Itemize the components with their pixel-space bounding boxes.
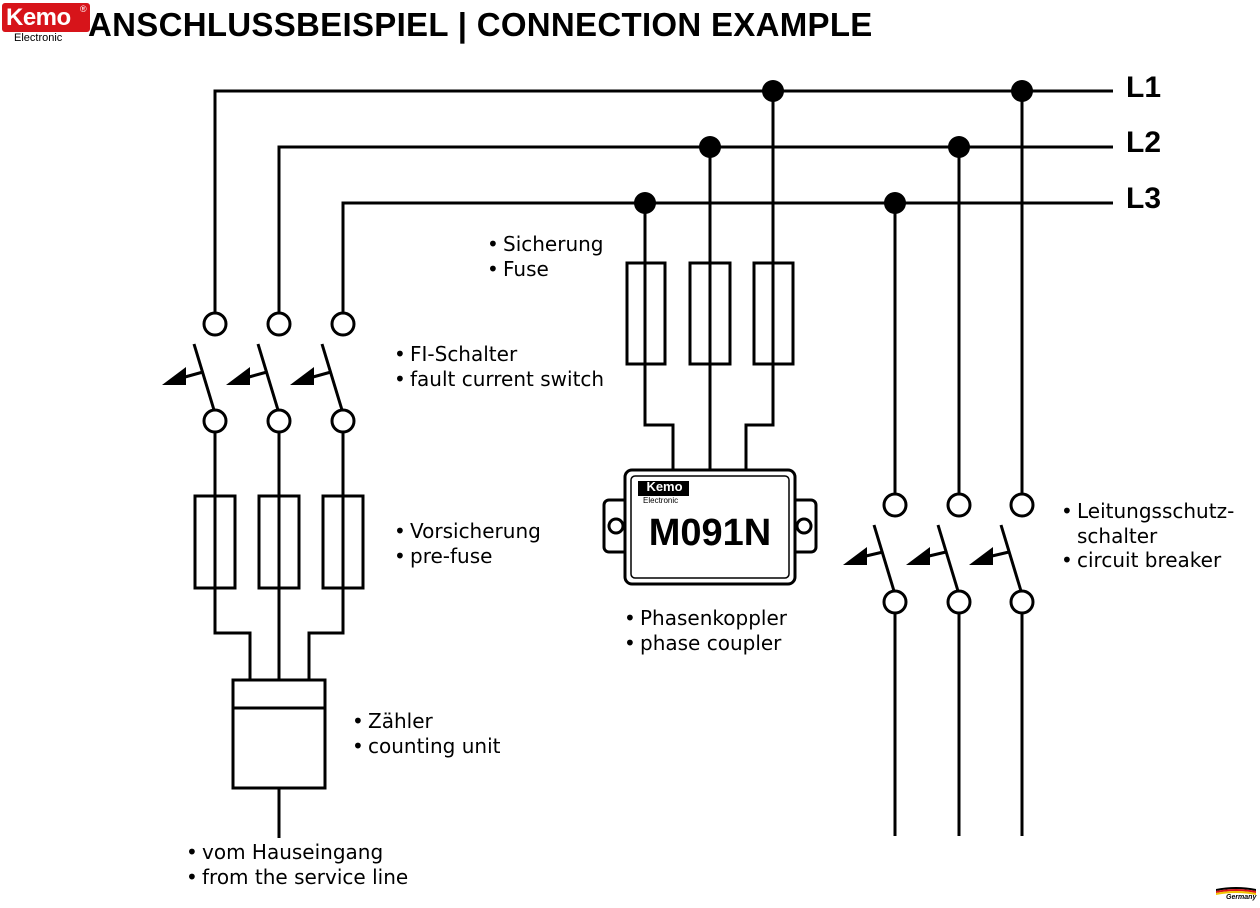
phase-label-l2: L2: [1126, 126, 1162, 159]
device-logo-box: [638, 481, 689, 496]
logo-subtitle: Electronic: [14, 32, 63, 44]
kemo-logo: Kemo ® Electronic: [2, 3, 92, 44]
page-title: ANSCHLUSSBEISPIEL | CONNECTION EXAMPLE: [88, 6, 873, 43]
fi-switch: [162, 311, 356, 434]
germany-badge: Germany: [1214, 885, 1258, 903]
service-line-label: •vom Hauseingang •from the service line: [186, 840, 409, 889]
bus-line-l2: [277, 145, 1113, 315]
logo-text: Kemo: [6, 4, 71, 31]
device-brand: Kemo: [646, 479, 683, 494]
fuse-label: •Sicherung •Fuse: [487, 232, 604, 281]
prefuse-set: [193, 494, 365, 590]
phase-label-l1: L1: [1126, 71, 1162, 104]
logo-registered-mark: ®: [80, 4, 87, 14]
bus-line-l1: [213, 89, 1113, 315]
fuse-set: [625, 261, 795, 366]
phase-label-l3: L3: [1126, 182, 1162, 215]
fi-switch-label: •FI-Schalter •fault current switch: [394, 342, 605, 391]
prefuse-label: •Vorsicherung •pre-fuse: [394, 519, 541, 568]
counting-unit: [231, 678, 327, 790]
bus-line-l3: [341, 201, 1113, 315]
logo-background: [2, 3, 90, 32]
header: ANSCHLUSSBEISPIEL | CONNECTION EXAMPLE K…: [0, 0, 1260, 52]
device-model: M091N: [648, 512, 772, 554]
phase-coupler-device: [602, 468, 818, 586]
device-brand-sub: Electronic: [643, 496, 679, 505]
circuit-breaker-label: •Leitungsschutz- schalter •circuit break…: [1061, 499, 1235, 572]
germany-flag-icon: [1216, 887, 1256, 895]
counter-label: •Zähler •counting unit: [352, 709, 501, 758]
germany-badge-text: Germany: [1226, 894, 1257, 901]
circuit-breaker-set: [843, 492, 1035, 615]
phase-coupler-label: •Phasenkoppler •phase coupler: [624, 606, 787, 655]
